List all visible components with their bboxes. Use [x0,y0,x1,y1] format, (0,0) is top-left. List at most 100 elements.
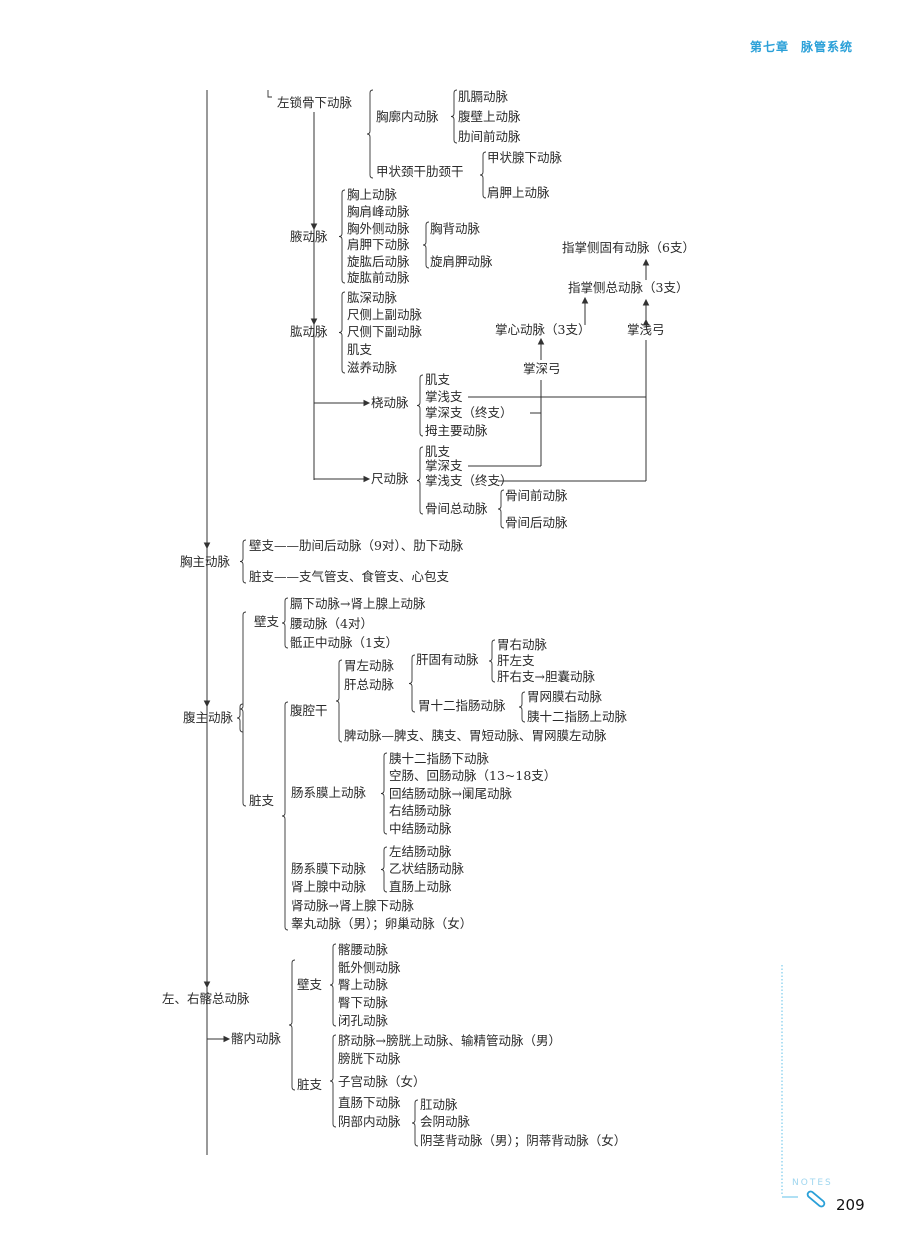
curly-brace [422,221,430,269]
artery-label: 滋养动脉 [347,360,398,375]
arrow-head [203,542,211,550]
artery-label: 肩胛上动脉 [487,185,550,200]
curly-brace [335,659,343,743]
artery-label: 壁支 [297,977,323,992]
artery-label: 掌深支 [425,458,463,473]
curly-brace [338,291,346,374]
artery-label: 尺侧下副动脉 [347,324,423,339]
artery-label: 肝总动脉 [344,677,395,692]
artery-label: 腹主动脉 [183,710,234,725]
arrow-head [310,318,318,326]
curly-brace [281,701,289,931]
curly-brace [411,1099,419,1147]
curly-brace [416,374,424,437]
artery-label: 骨间前动脉 [505,488,568,503]
artery-label: 拇主要动脉 [425,423,488,438]
artery-label: 左、右髂总动脉 [162,991,250,1006]
curly-brace [281,597,289,649]
artery-label: 旋肱前动脉 [347,270,410,285]
artery-label: 胃网膜右动脉 [527,689,603,704]
curly-brace [239,539,247,584]
curly-brace [236,703,244,733]
curly-brace [366,89,374,179]
artery-label: 肋间前动脉 [458,129,521,144]
bracket-corner [267,90,272,98]
paperclip-icon [806,1190,826,1208]
artery-label: 臀下动脉 [338,995,389,1010]
arrow-head [203,981,211,989]
artery-label: 肝右支→胆囊动脉 [497,669,595,684]
artery-label: 肾动脉→肾上腺下动脉 [291,898,414,913]
artery-label: 子宫动脉（女） [338,1074,426,1089]
curly-brace [488,639,496,683]
artery-label: 脏支 [249,793,275,808]
arrow-head [223,1035,231,1043]
artery-label: 尺侧上副动脉 [347,307,423,322]
artery-label: 膈下动脉→肾上腺上动脉 [290,596,426,611]
curly-brace [416,446,424,515]
artery-label: 胸外侧动脉 [347,221,410,236]
chapter-header: 第七章脉管系统 [750,38,853,55]
artery-label: 脏支 [297,1077,323,1092]
artery-label: 胸主动脉 [180,554,231,569]
artery-label: 骶外侧动脉 [338,960,401,975]
artery-label: 直肠下动脉 [338,1095,401,1110]
artery-label: 肝左支 [497,653,535,668]
artery-label: 腹壁上动脉 [458,109,521,124]
notes-label: NOTES [792,1178,833,1188]
artery-label: 旋肩胛动脉 [430,254,493,269]
artery-label: 肾上腺中动脉 [291,879,367,894]
artery-label: 壁支——肋间后动脉（9对）、肋下动脉 [249,538,464,553]
artery-label: 脐动脉→膀胱上动脉、输精管动脉（男） [338,1033,561,1048]
arrow-head [310,223,318,231]
artery-label: 髂腰动脉 [338,942,389,957]
artery-label: 胃十二指肠动脉 [418,698,506,713]
artery-label: 指掌侧总动脉（3支） [568,280,689,295]
artery-label: 胸肩峰动脉 [347,204,410,219]
chapter-number: 第七章 [750,40,790,54]
artery-label: 肠系膜上动脉 [291,785,367,800]
artery-label: 甲状颈干肋颈干 [376,164,464,179]
curly-brace [479,151,487,199]
arrow-head [363,475,371,483]
artery-label: 髂内动脉 [231,1031,282,1046]
artery-label: 右结肠动脉 [389,803,452,818]
curly-brace [329,1034,337,1128]
artery-label: 肝固有动脉 [416,652,479,667]
artery-label: 掌心动脉（3支） [495,322,591,337]
artery-label: 掌浅弓 [627,322,665,337]
artery-label: 胸廓内动脉 [376,109,439,124]
artery-label: 掌浅支 [425,389,463,404]
artery-label: 左锁骨下动脉 [277,95,353,110]
artery-label: 左结肠动脉 [389,844,452,859]
curly-brace [408,654,416,713]
artery-label: 肩胛下动脉 [347,237,410,252]
arrow-head [581,296,589,304]
artery-label: 直肠上动脉 [389,879,452,894]
curly-brace [497,489,505,529]
artery-label: 脾动脉—脾支、胰支、胃短动脉、胃网膜左动脉 [344,728,607,743]
artery-label: 脏支——支气管支、食管支、心包支 [249,569,450,584]
arrow-head [642,318,650,326]
chapter-title: 脉管系统 [801,40,854,54]
artery-label: 尺动脉 [371,471,409,486]
artery-label: 闭孔动脉 [338,1013,389,1028]
artery-label: 肱动脉 [290,324,328,339]
artery-label: 乙状结肠动脉 [389,861,465,876]
curly-brace [329,943,337,1027]
artery-label: 中结肠动脉 [389,821,452,836]
artery-label: 胰十二指肠下动脉 [389,751,490,766]
artery-label: 胸背动脉 [430,221,481,236]
artery-label: 空肠、回肠动脉（13~18支） [389,768,557,783]
curly-brace [380,752,388,835]
artery-label: 壁支 [254,614,280,629]
artery-label: 睾丸动脉（男）；卵巢动脉（女） [291,916,473,931]
artery-label: 肠系膜下动脉 [291,861,367,876]
artery-label: 肌膈动脉 [458,89,509,104]
artery-label: 回结肠动脉→阑尾动脉 [389,786,512,801]
arrow-head [363,399,371,407]
artery-label: 肱深动脉 [347,290,398,305]
